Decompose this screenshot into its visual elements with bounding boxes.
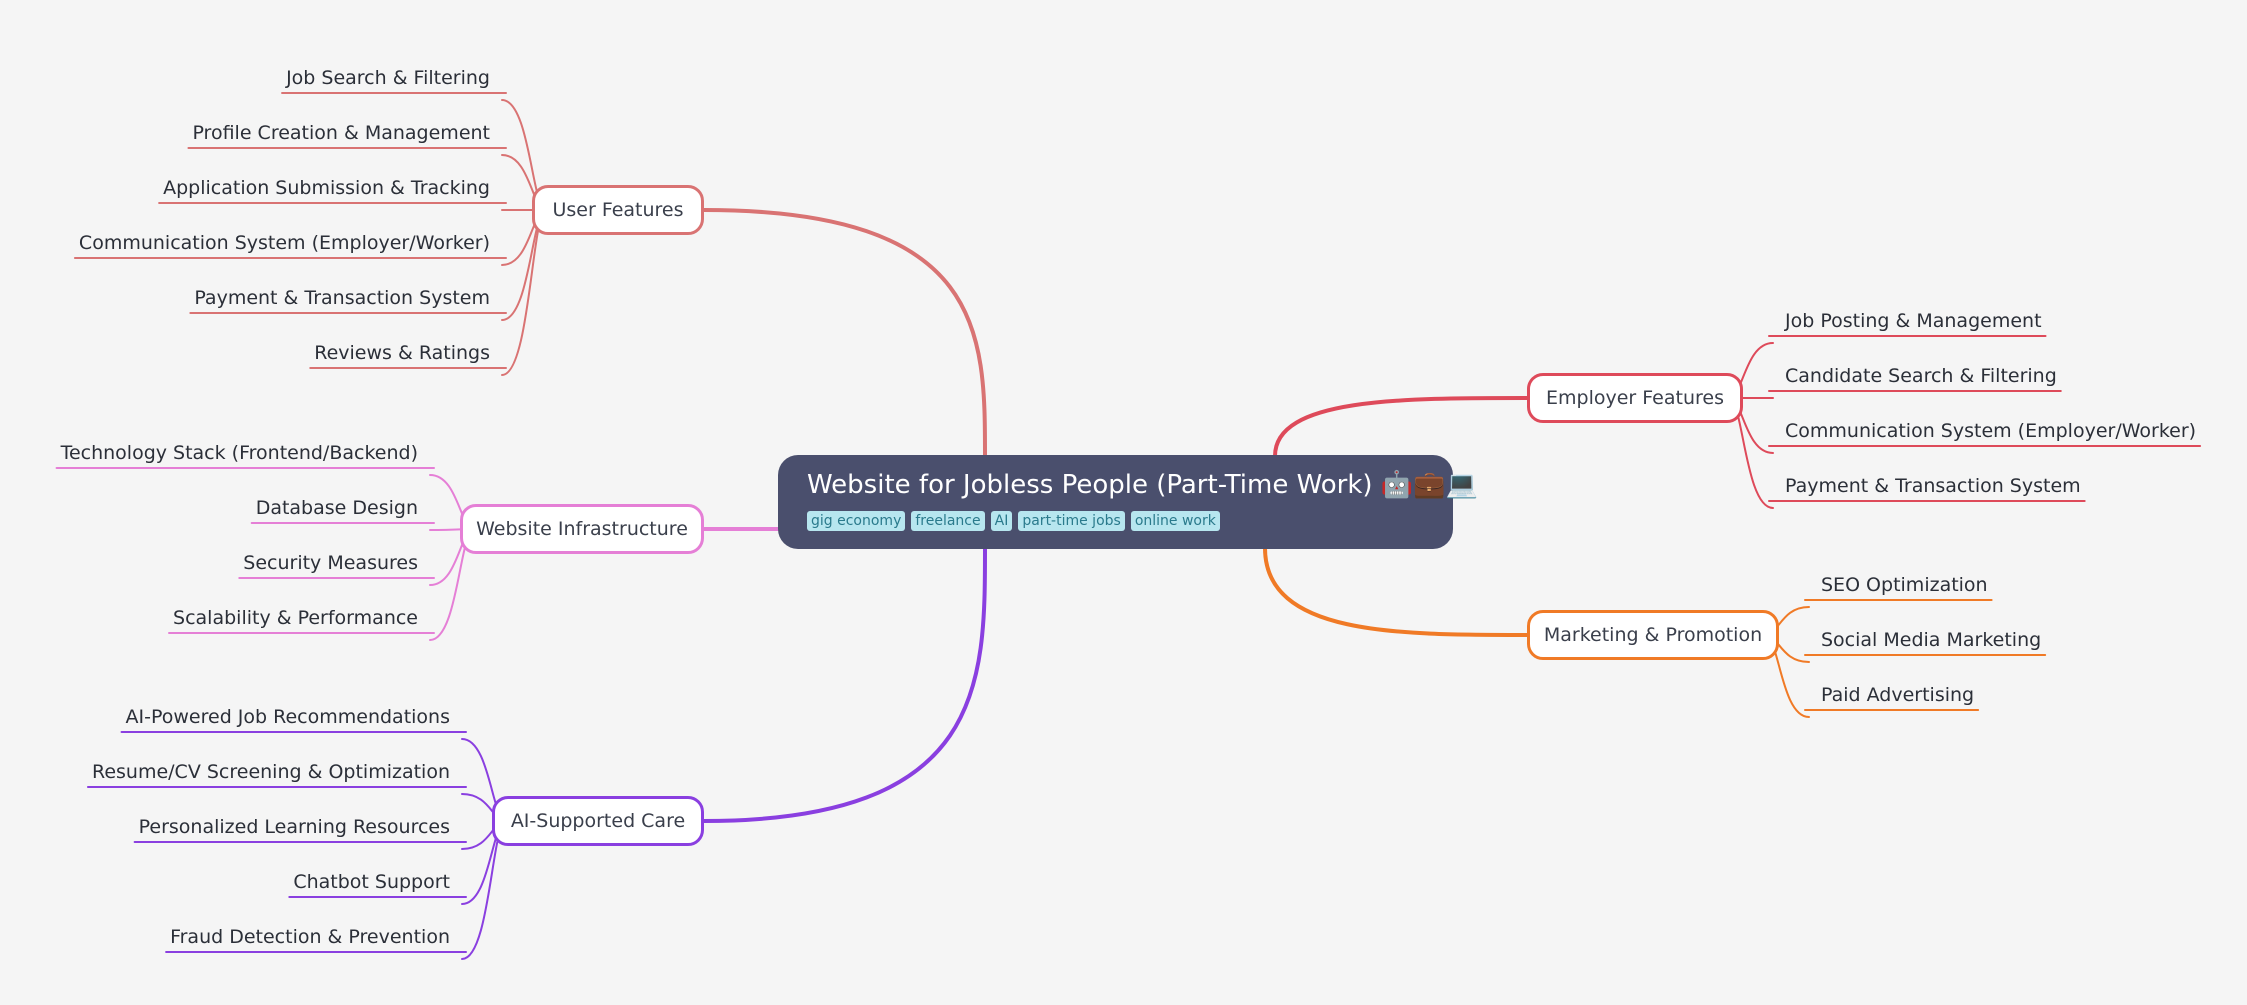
leaf-security-measures[interactable]: Security Measures <box>243 552 418 574</box>
leaf-communication-system-ef[interactable]: Communication System (Employer/Worker) <box>1785 420 2197 442</box>
link-employer-features <box>1273 396 1529 458</box>
leaf-application-submission-tracking[interactable]: Application Submission & Tracking <box>163 177 490 199</box>
leaf-chatbot-support[interactable]: Chatbot Support <box>293 871 450 893</box>
root-node[interactable]: Website for Jobless People (Part-Time Wo… <box>778 455 1478 549</box>
leaf-payment-transaction-uf[interactable]: Payment & Transaction System <box>194 287 490 309</box>
tag-gig-economy[interactable]: gig economy <box>807 511 906 531</box>
tag-online-work[interactable]: online work <box>1130 511 1220 531</box>
tag-part-time-jobs[interactable]: part-time jobs <box>1018 511 1125 531</box>
leaf-candidate-search-filtering[interactable]: Candidate Search & Filtering <box>1785 365 2057 387</box>
leaf-seo-optimization[interactable]: SEO Optimization <box>1821 574 1988 596</box>
leaf-database-design[interactable]: Database Design <box>255 497 418 519</box>
root-tags: gig economy freelance AI part-time jobs … <box>807 511 1424 531</box>
leaf-job-posting-management[interactable]: Job Posting & Management <box>1785 310 2042 332</box>
root-title: Website for Jobless People (Part-Time Wo… <box>807 470 1478 500</box>
leaf-reviews-ratings[interactable]: Reviews & Ratings <box>314 342 490 364</box>
branch-employer-features[interactable]: Employer Features <box>1527 373 1743 423</box>
branch-ai-supported-care[interactable]: AI-Supported Care <box>492 796 704 846</box>
link-marketing-promotion <box>1263 546 1529 637</box>
leaf-paid-advertising[interactable]: Paid Advertising <box>1821 684 1975 706</box>
branch-website-infrastructure[interactable]: Website Infrastructure <box>460 504 704 554</box>
link-user-features <box>702 208 987 458</box>
leaf-scalability-performance[interactable]: Scalability & Performance <box>173 607 418 629</box>
leaf-ai-job-recommendations[interactable]: AI-Powered Job Recommendations <box>125 706 450 728</box>
leaf-social-media-marketing[interactable]: Social Media Marketing <box>1821 629 2042 651</box>
leaf-link-user-features-5 <box>501 209 547 376</box>
leaf-communication-system-uf[interactable]: Communication System (Employer/Worker) <box>78 232 490 254</box>
leaf-profile-creation-management[interactable]: Profile Creation & Management <box>192 122 490 144</box>
leaf-payment-transaction-ef[interactable]: Payment & Transaction System <box>1785 475 2081 497</box>
leaf-job-search-filtering[interactable]: Job Search & Filtering <box>286 67 490 89</box>
branch-marketing-promotion[interactable]: Marketing & Promotion <box>1527 610 1779 660</box>
leaf-technology-stack[interactable]: Technology Stack (Frontend/Backend) <box>60 442 418 464</box>
tag-freelance[interactable]: freelance <box>911 511 985 531</box>
link-ai-supported-care <box>702 546 987 823</box>
branch-user-features[interactable]: User Features <box>532 185 704 235</box>
tag-ai[interactable]: AI <box>990 511 1013 531</box>
leaf-resume-cv-screening[interactable]: Resume/CV Screening & Optimization <box>91 761 450 783</box>
leaf-personalized-learning[interactable]: Personalized Learning Resources <box>138 816 450 838</box>
leaf-fraud-detection[interactable]: Fraud Detection & Prevention <box>170 926 450 948</box>
